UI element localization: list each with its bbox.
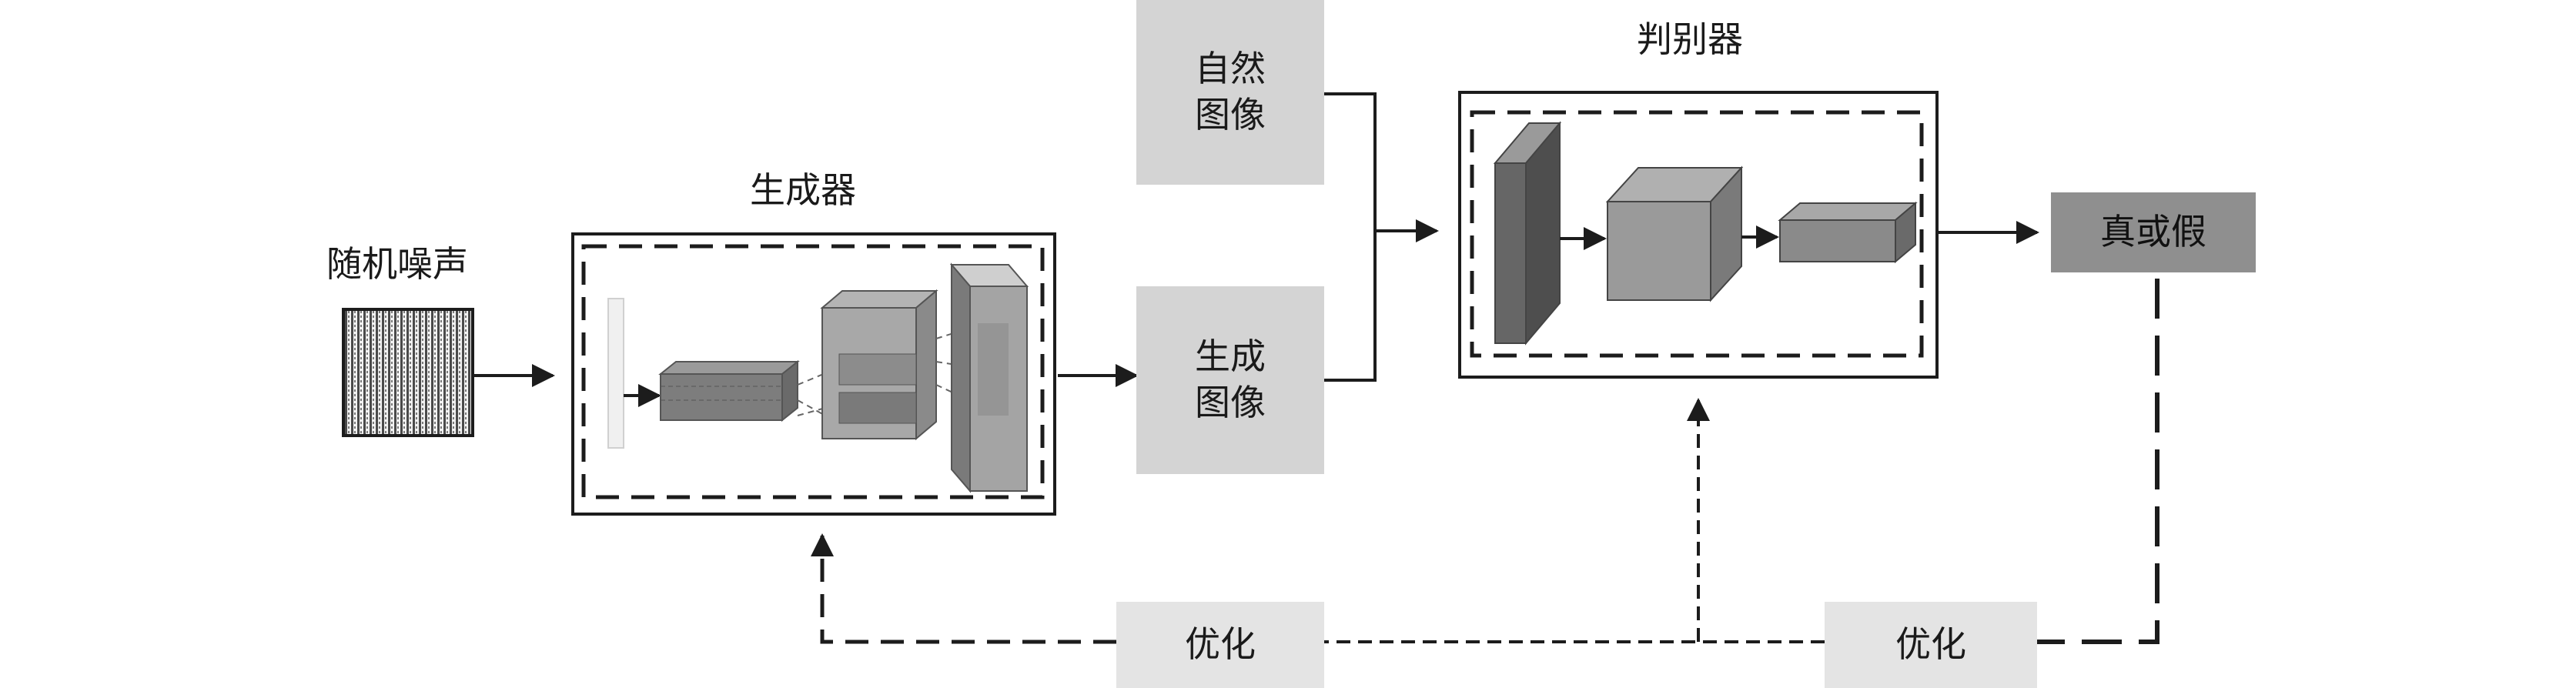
natural-images-box: 自然 图像: [1136, 0, 1324, 185]
feedback-to-generator: [811, 533, 1116, 644]
feedback-verdict-to-optimize: [2037, 279, 2159, 644]
natural-images-text: 自然 图像: [1195, 48, 1266, 135]
noise-square: [342, 308, 474, 437]
discriminator-layer-3: [1778, 201, 1918, 264]
generator-layer-1: [658, 359, 800, 422]
optimize-left-text: 优化: [1185, 623, 1256, 666]
generated-images-connector: [1324, 231, 1377, 382]
discriminator-layer-1: [1493, 121, 1562, 346]
generator-dashed-frame: [581, 244, 1045, 499]
generator-input-vector: [607, 298, 624, 449]
generator-label: 生成器: [750, 169, 856, 211]
generated-images-box: 生成 图像: [1136, 286, 1324, 474]
generator-output-layer: [949, 262, 1029, 493]
natural-images-connector: [1324, 92, 1377, 231]
generator-layer-2: [820, 289, 938, 441]
discriminator-layer-2: [1605, 165, 1744, 302]
verdict-box: 真或假: [2051, 192, 2256, 272]
generator-frame: [571, 232, 1056, 516]
generated-images-text: 生成 图像: [1195, 336, 1266, 423]
verdict-text: 真或假: [2100, 211, 2206, 253]
optimize-box-left: 优化: [1116, 602, 1324, 688]
discriminator-label: 判别器: [1637, 18, 1743, 60]
discriminator-frame: [1458, 91, 1939, 379]
noise-label: 随机噪声: [326, 243, 468, 285]
discriminator-dashed-frame: [1470, 110, 1924, 358]
optimize-right-text: 优化: [1895, 623, 1966, 666]
optimize-box-right: 优化: [1825, 602, 2037, 688]
